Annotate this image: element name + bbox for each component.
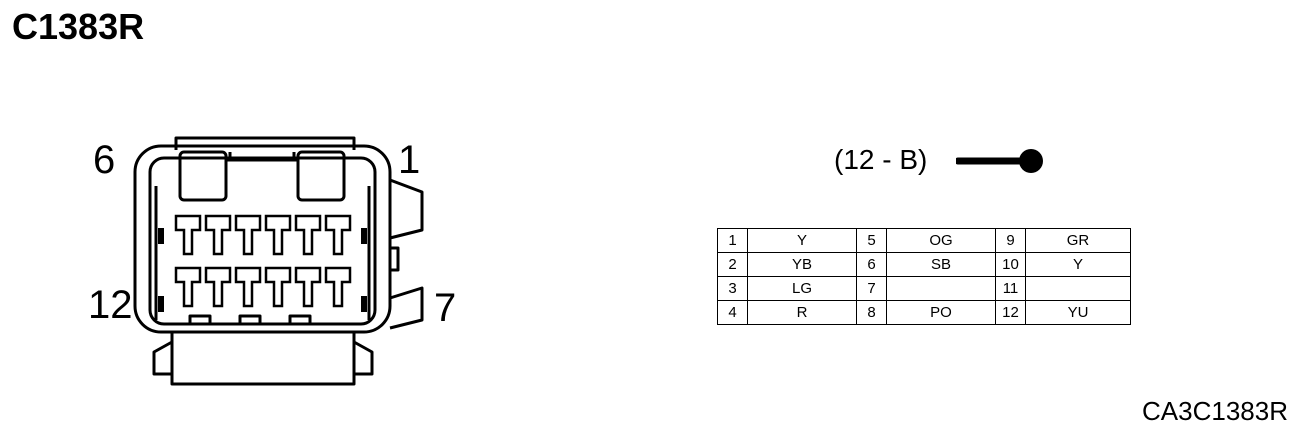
- terminal-cavity: [174, 266, 202, 308]
- terminal-cavity: [204, 266, 232, 308]
- terminal-cavity: [174, 214, 202, 256]
- pin-number-cell: 4: [717, 300, 748, 325]
- pin-number-cell: 10: [995, 252, 1026, 277]
- wire-color-cell: OG: [886, 228, 996, 253]
- wire-color-cell: LG: [747, 276, 857, 301]
- wire-color-cell: YU: [1025, 300, 1131, 325]
- connector-side-latch-upper: [389, 178, 424, 240]
- pin-label-bottom-right: 7: [434, 286, 457, 330]
- pin-number-cell: 8: [856, 300, 887, 325]
- wire-color-cell: PO: [886, 300, 996, 325]
- wire-color-cell: Y: [747, 228, 857, 253]
- pin-label-bottom-left: 12: [88, 283, 133, 327]
- connector-side-latch-lower: [389, 286, 424, 330]
- wire-color-cell: [1025, 276, 1131, 301]
- wire-color-cell: YB: [747, 252, 857, 277]
- terminal-cavity: [204, 214, 232, 256]
- terminal-cavity: [294, 266, 322, 308]
- terminal-cavity: [234, 266, 262, 308]
- connector-body: [133, 144, 392, 334]
- connector-inner-wall: [148, 156, 377, 326]
- connector-face-diagram: [133, 136, 424, 386]
- pin-label-top-left: 6: [93, 138, 116, 182]
- pin-label-top-right: 1: [398, 138, 421, 182]
- terminal-cavity: [294, 214, 322, 256]
- wire-color-cell: SB: [886, 252, 996, 277]
- terminal-cavity: [264, 214, 292, 256]
- wire-color-cell: GR: [1025, 228, 1131, 253]
- pin-number-cell: 12: [995, 300, 1026, 325]
- terminal-cavity: [234, 214, 262, 256]
- connector-bottom-housing: [170, 332, 356, 386]
- pin-number-cell: 9: [995, 228, 1026, 253]
- pin-number-cell: 7: [856, 276, 887, 301]
- connector-latch-left: [178, 150, 228, 202]
- terminal-cavity: [264, 266, 292, 308]
- diagram-reference-code: CA3C1383R: [1142, 396, 1288, 426]
- terminal-cavity: [324, 214, 352, 256]
- pin-number-cell: 2: [717, 252, 748, 277]
- wire-spec-label: (12 - B): [834, 144, 928, 175]
- connector-title: C1383R: [12, 6, 145, 47]
- connector-top-tab: [174, 136, 356, 150]
- wire-color-cell: Y: [1025, 252, 1131, 277]
- terminal-probe-icon: [956, 149, 1043, 173]
- connector-latch-right: [296, 150, 346, 202]
- pin-number-cell: 3: [717, 276, 748, 301]
- pin-number-cell: 11: [995, 276, 1026, 301]
- pin-number-cell: 1: [717, 228, 748, 253]
- wire-color-cell: R: [747, 300, 857, 325]
- terminal-cavity: [324, 266, 352, 308]
- pin-number-cell: 5: [856, 228, 887, 253]
- pin-number-cell: 6: [856, 252, 887, 277]
- wire-color-cell: [886, 276, 996, 301]
